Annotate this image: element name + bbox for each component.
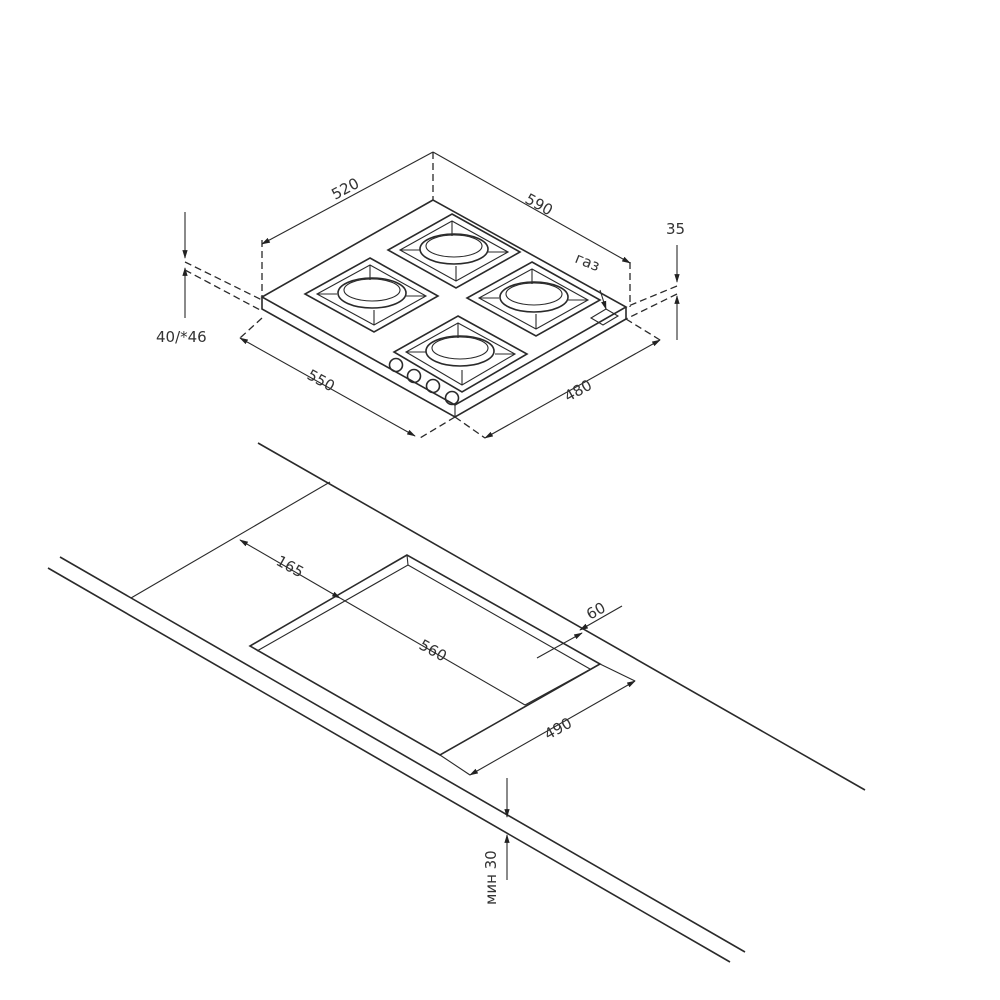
knob-icon xyxy=(444,390,460,406)
knob-icon xyxy=(425,378,441,394)
countertop xyxy=(47,442,866,963)
reference-line xyxy=(130,481,331,599)
dim-label-35: 35 xyxy=(666,220,685,238)
gas-connector xyxy=(589,308,620,326)
cutout-dimensions: 165 560 60 490 мин 30 xyxy=(239,539,636,905)
dim-label-560: 560 xyxy=(416,636,450,666)
grate-front xyxy=(392,315,529,393)
dim-label-165: 165 xyxy=(273,552,307,582)
gas-label: газ xyxy=(573,249,603,275)
dim-label-40-46: 40/*46 xyxy=(156,328,207,346)
countertop-back-edge xyxy=(257,442,866,791)
burner-icon xyxy=(499,281,569,313)
burner-icon xyxy=(337,277,407,309)
dim-label-480: 480 xyxy=(561,376,595,406)
grate-left xyxy=(303,257,440,333)
knob-icon xyxy=(388,357,404,373)
dim-label-590: 590 xyxy=(522,190,556,220)
countertop-front-edge-top xyxy=(59,556,746,953)
burner-icon xyxy=(419,233,489,265)
knob-icon xyxy=(406,368,422,384)
dim-label-550: 550 xyxy=(304,366,338,396)
burner-icon xyxy=(425,335,495,367)
grate-back xyxy=(386,213,522,289)
dim-label-min-30: мин 30 xyxy=(482,850,500,905)
dim-label-60: 60 xyxy=(583,598,608,623)
grate-right xyxy=(465,261,602,337)
countertop-front-edge-bottom xyxy=(47,567,731,963)
